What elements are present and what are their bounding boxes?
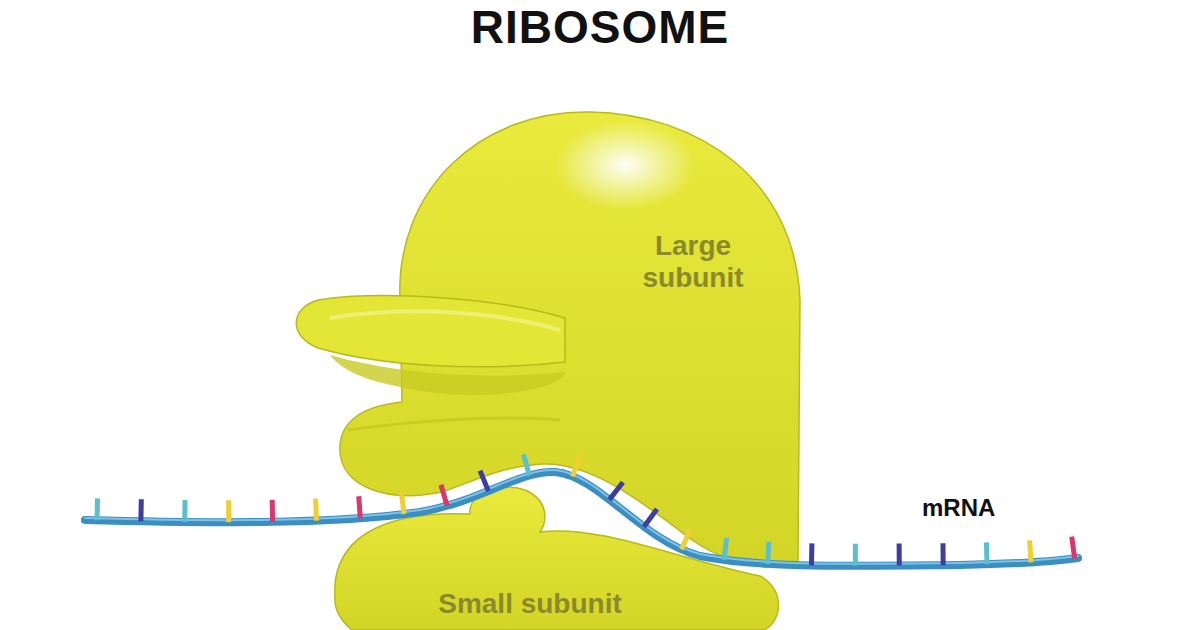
nucleotide-tick [138,499,143,521]
nucleotide-tick [226,500,231,522]
nucleotide-tick [1030,540,1031,562]
small-subunit: Small subunit [370,584,690,624]
nucleotide-tick [644,509,657,527]
mrna-strand [85,454,1078,565]
nucleotide-tick [1072,537,1075,559]
nucleotide-tick [853,544,858,566]
nucleotide-tick [940,543,945,565]
nucleotide-tick [897,544,902,566]
nucleotide-tick [480,471,488,491]
nucleotide-tick [768,542,769,564]
nucleotide-tick [401,492,404,514]
nucleotide-tick [182,500,187,522]
nucleotide-tick [681,529,690,549]
large-subunit: Large subunit [612,226,774,298]
nucleotide-tick [359,496,361,518]
nucleotide-tick [724,538,727,560]
nucleotide-tick [94,498,100,520]
nucleotide-tick [572,456,580,476]
nucleotide-tick [984,542,990,564]
large-subunit-lip [296,296,565,395]
nucleotide-tick [441,485,447,506]
nucleotide-tick [609,482,623,499]
nucleotide-tick [313,499,319,521]
nucleotide-tick [809,543,814,565]
subunit-label: Large subunit [612,230,774,294]
title: RIBOSOME [0,2,1200,53]
subunit-label: Small subunit [438,588,622,620]
strand-label: mRNA [922,494,995,522]
nucleotide-tick [523,454,529,475]
nucleotide-tick [270,500,275,522]
